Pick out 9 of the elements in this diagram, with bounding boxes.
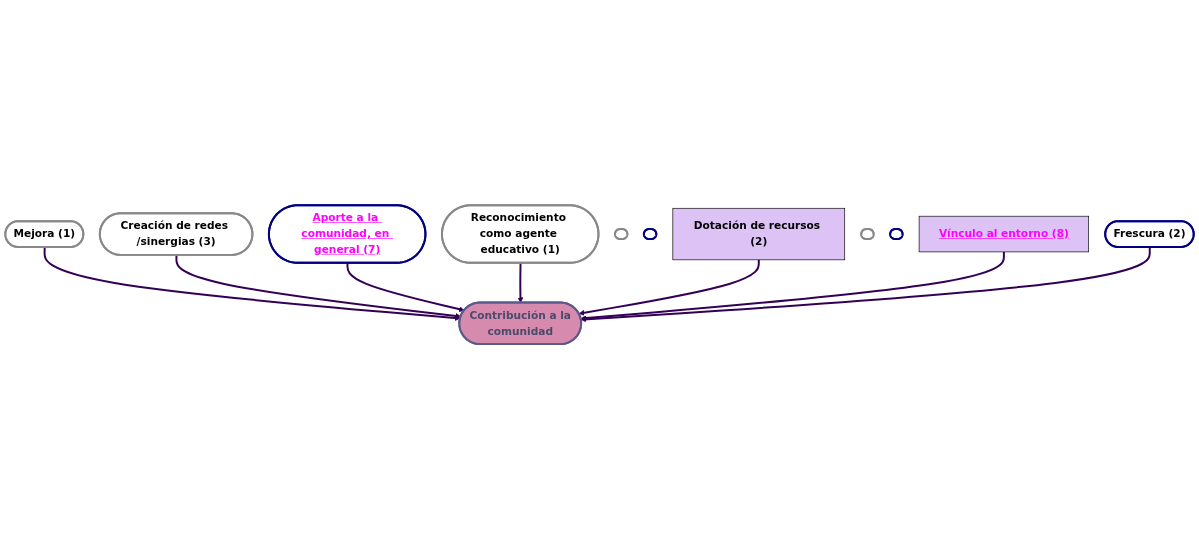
arrow [517,261,524,303]
node-box: Vínculo al entorno (8) [918,215,1090,252]
arrow [175,254,462,319]
arrow [346,261,465,312]
arrow [580,246,1151,323]
node-box: Dotación de recursos (2) [672,207,846,260]
arrow [43,246,461,321]
arrow [578,258,760,316]
arrow [580,250,1005,321]
